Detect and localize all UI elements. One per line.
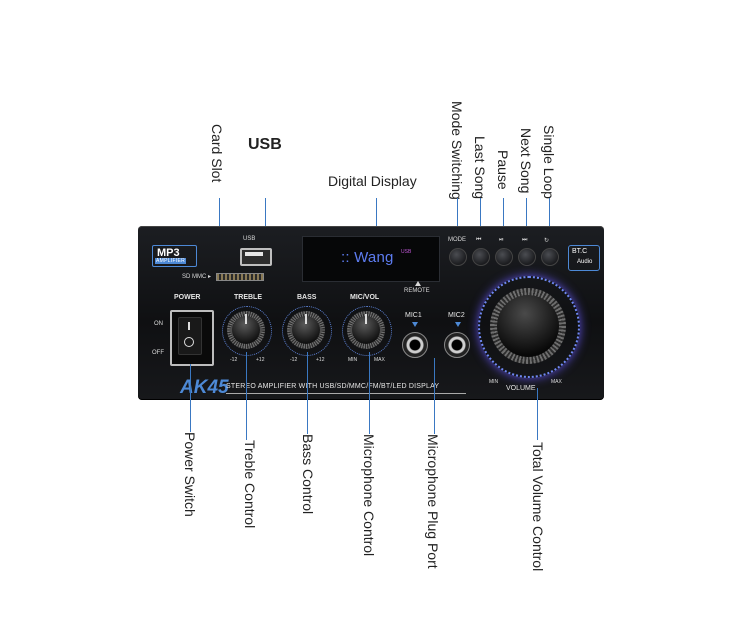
mic-vol-indicator: [365, 314, 367, 324]
mic2-label: MIC2: [448, 312, 465, 319]
mode-switching-callout: Mode Switching: [449, 101, 465, 200]
mic-vol-max: MAX: [374, 357, 385, 363]
mic-vol-min: MIN: [348, 357, 358, 363]
bass-control-callout: Bass Control: [300, 434, 316, 515]
volume-max: MAX: [551, 379, 562, 385]
power-switch-callout: Power Switch: [182, 432, 198, 517]
btc-audio-logo: BT.C Audio: [568, 245, 600, 271]
display-usb-indicator: USB: [401, 249, 412, 255]
card-slot-callout: Card Slot: [209, 124, 225, 183]
mp3-amplifier-badge: MP3 AMPLIFIER: [152, 245, 197, 267]
treble-control-callout: Treble Control: [242, 440, 258, 529]
pause-callout: Pause: [495, 150, 511, 190]
next-song-leader: [526, 198, 527, 238]
usb-callout: USB: [248, 136, 282, 153]
power-switch[interactable]: [170, 310, 214, 366]
bass-label: BASS: [297, 294, 317, 301]
mic-vol-scale: [342, 306, 392, 356]
play-pause-icon: ⏯: [499, 237, 504, 243]
last-song-leader: [480, 198, 481, 238]
bass-min: -12: [290, 357, 298, 363]
volume-leader: [537, 388, 538, 440]
on-label: ON: [154, 321, 163, 327]
usb-port-label: USB: [243, 236, 256, 242]
single-loop-leader: [549, 198, 550, 238]
mic-port-leader: [434, 358, 435, 434]
on-mark-icon: [188, 322, 190, 330]
microphone-plug-port-callout: Microphone Plug Port: [425, 434, 441, 569]
single-loop-callout: Single Loop: [541, 125, 557, 199]
mode-button[interactable]: [449, 248, 467, 266]
pause-leader: [503, 198, 504, 238]
off-label: OFF: [152, 350, 164, 356]
next-track-button[interactable]: [518, 248, 536, 266]
bass-max: +12: [316, 357, 325, 363]
mp3-text: MP3: [157, 247, 180, 259]
volume-led-ring: [478, 276, 580, 378]
mic1-jack[interactable]: [402, 332, 428, 358]
treble-knob[interactable]: [227, 311, 265, 349]
treble-scale: [222, 306, 272, 356]
digital-display-callout: Digital Display: [328, 173, 417, 189]
digital-display-leader: [376, 198, 377, 238]
power-label: POWER: [174, 294, 201, 301]
microphone-control-callout: Microphone Control: [361, 434, 377, 557]
treble-min: -12: [230, 357, 238, 363]
amplifier-front-panel: MP3 AMPLIFIER SD MMC ▸ USB :: Wang USB R…: [138, 226, 604, 400]
bass-indicator: [305, 314, 307, 324]
bass-leader: [307, 352, 308, 434]
treble-max: +12: [256, 357, 265, 363]
off-mark-icon: [184, 337, 194, 347]
mic-vol-knob[interactable]: [347, 311, 385, 349]
mic1-arrow-icon: [412, 322, 418, 327]
volume-knob[interactable]: [490, 288, 566, 364]
mic-vol-label: MIC/VOL: [350, 294, 380, 301]
next-song-callout: Next Song: [518, 128, 534, 194]
usb-port[interactable]: [240, 248, 272, 266]
amplifier-text: AMPLIFIER: [155, 258, 187, 264]
last-song-callout: Last Song: [472, 136, 488, 200]
bass-knob[interactable]: [287, 311, 325, 349]
mode-button-label: MODE: [448, 237, 466, 243]
treble-leader: [246, 352, 247, 440]
sd-mmc-label: SD MMC ▸: [182, 274, 212, 280]
power-rocker[interactable]: [178, 317, 202, 355]
audio-text: Audio: [577, 259, 593, 265]
treble-indicator: [245, 314, 247, 324]
single-loop-button[interactable]: [541, 248, 559, 266]
total-volume-control-callout: Total Volume Control: [530, 442, 546, 572]
mic2-jack[interactable]: [444, 332, 470, 358]
mic2-arrow-icon: [455, 322, 461, 327]
previous-track-button[interactable]: [472, 248, 490, 266]
tagline-underline: [226, 393, 466, 394]
btc-text: BT.C: [572, 248, 588, 255]
remote-sensor-icon: [415, 281, 421, 286]
mic1-label: MIC1: [405, 312, 422, 319]
sd-card-slot[interactable]: [216, 273, 264, 281]
loop-icon: ↻: [544, 238, 550, 244]
mic-control-leader: [369, 352, 370, 434]
remote-label: REMOTE: [404, 288, 430, 294]
power-switch-leader: [190, 364, 191, 432]
mode-switching-leader: [457, 198, 458, 238]
digital-display: :: Wang USB: [302, 236, 440, 282]
previous-track-icon: ⏮: [476, 237, 482, 243]
next-track-icon: ⏭: [522, 237, 528, 243]
play-pause-button[interactable]: [495, 248, 513, 266]
usb-leader: [265, 198, 266, 244]
panel-tagline: STEREO AMPLIFIER WITH USB/SD/MMC/FM/BT/L…: [226, 383, 440, 390]
model-name: AK45: [180, 377, 229, 398]
treble-label: TREBLE: [234, 294, 262, 301]
display-text: :: Wang: [341, 249, 394, 266]
volume-label: VOLUME: [506, 385, 536, 392]
volume-min: MIN: [489, 379, 499, 385]
